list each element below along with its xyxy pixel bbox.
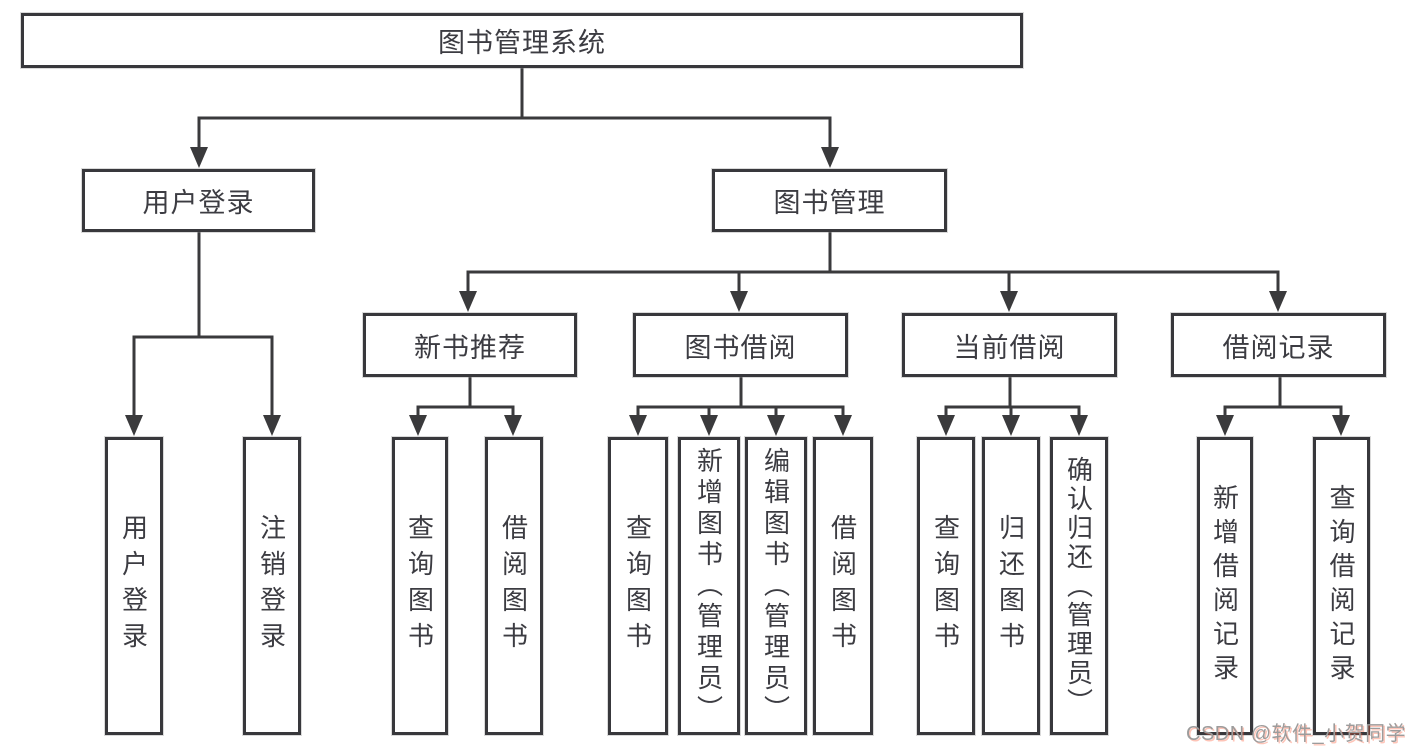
leaf-logout: 注销登录 <box>243 437 301 735</box>
node-current-borrow: 当前借阅 <box>902 313 1117 377</box>
node-label: 新增图书（管理员） <box>693 446 724 726</box>
node-borrow-records: 借阅记录 <box>1171 313 1386 377</box>
leaf-edit-book-admin: 编辑图书（管理员） <box>745 437 807 735</box>
node-label: 新书推荐 <box>414 332 526 363</box>
node-label: 确认归还（管理员） <box>1063 455 1094 717</box>
node-root: 图书管理系统 <box>21 13 1023 68</box>
node-label: 编辑图书（管理员） <box>760 446 791 726</box>
leaf-borrow-books-recommend: 借阅图书 <box>485 437 543 735</box>
leaf-add-book-admin: 新增图书（管理员） <box>678 437 740 735</box>
node-label: 查询借阅记录 <box>1326 484 1356 688</box>
node-label: 查询图书 <box>930 514 961 658</box>
node-label: 用户登录 <box>142 188 255 218</box>
node-book-borrow: 图书借阅 <box>633 313 848 377</box>
node-label: 新增借阅记录 <box>1209 484 1240 688</box>
csdn-watermark: CSDN @软件_小贺同学 <box>1186 723 1405 745</box>
leaf-confirm-return-admin: 确认归还（管理员） <box>1050 437 1108 735</box>
node-label: 图书借阅 <box>684 332 797 363</box>
leaf-query-books-current: 查询图书 <box>917 437 975 735</box>
node-label: 当前借阅 <box>953 332 1066 363</box>
leaf-query-books-borrow: 查询图书 <box>608 437 668 735</box>
node-label: 查询图书 <box>622 514 653 658</box>
leaf-user-login: 用户登录 <box>105 437 163 735</box>
node-label: 图书管理 <box>773 188 886 218</box>
node-label: 图书管理系统 <box>438 28 606 58</box>
node-user-login: 用户登录 <box>82 169 315 232</box>
leaf-query-books-recommend: 查询图书 <box>392 437 448 735</box>
node-new-book-recommend: 新书推荐 <box>363 313 577 377</box>
node-label: 归还图书 <box>995 514 1026 658</box>
node-label: 借阅图书 <box>498 514 529 658</box>
leaf-add-borrow-record: 新增借阅记录 <box>1197 437 1253 735</box>
leaf-query-borrow-record: 查询借阅记录 <box>1313 437 1370 735</box>
leaf-borrow-books: 借阅图书 <box>813 437 873 735</box>
node-label: 查询图书 <box>404 514 435 658</box>
leaf-return-book: 归还图书 <box>982 437 1040 735</box>
node-label: 用户登录 <box>118 514 149 658</box>
node-label: 借阅记录 <box>1222 332 1335 363</box>
node-book-management: 图书管理 <box>712 169 947 232</box>
node-label: 借阅图书 <box>827 514 858 658</box>
node-label: 注销登录 <box>256 514 287 658</box>
